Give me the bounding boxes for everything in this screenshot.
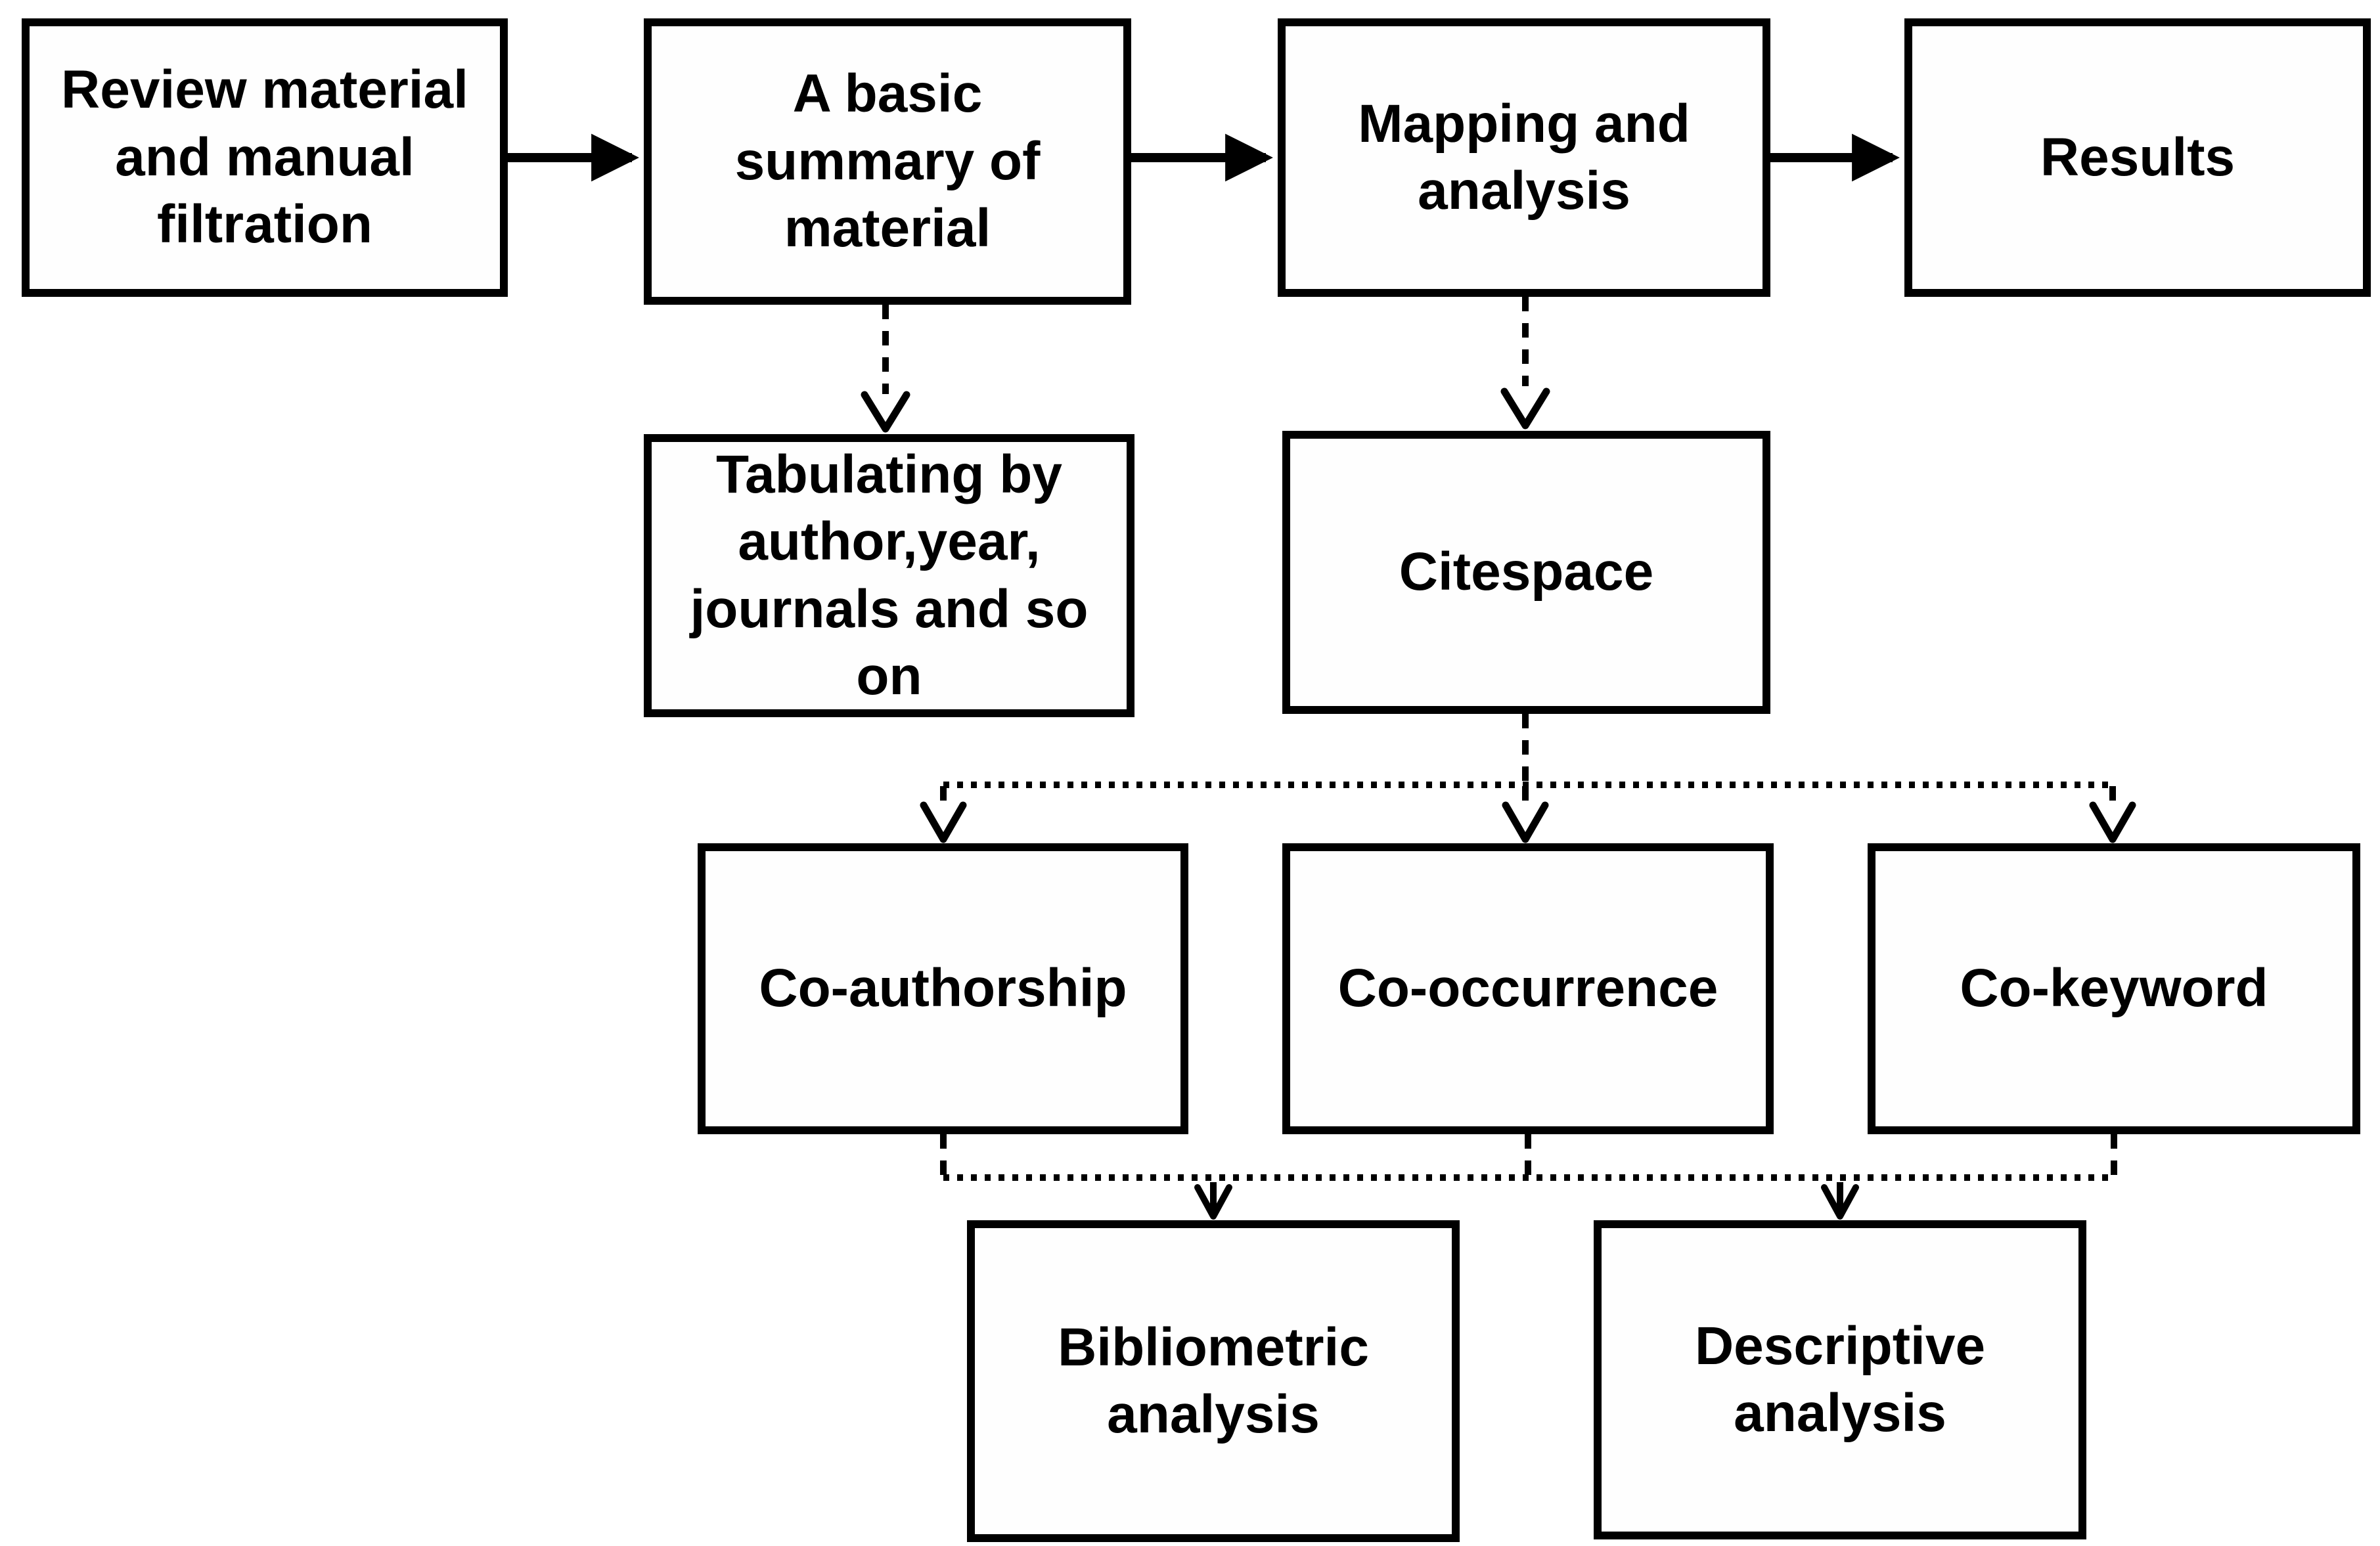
dashed-branch-citespace-bus bbox=[920, 714, 2136, 843]
dashed-merge-bus-to-analyses bbox=[940, 1134, 2117, 1220]
node-bibliometric-analysis: Bibliometric analysis bbox=[967, 1220, 1460, 1542]
node-basic-summary: A basic summary of material bbox=[644, 18, 1131, 305]
node-review-material: Review material and manual filtration bbox=[22, 18, 508, 297]
node-citespace: Citespace bbox=[1282, 431, 1770, 714]
node-co-authorship: Co-authorship bbox=[698, 843, 1188, 1134]
node-results: Results bbox=[1904, 18, 2371, 297]
node-descriptive-analysis: Descriptive analysis bbox=[1594, 1220, 2086, 1539]
node-co-keyword: Co-keyword bbox=[1868, 843, 2360, 1134]
dashed-arrow-mapping-to-citespace bbox=[1500, 297, 1550, 430]
node-mapping-analysis: Mapping and analysis bbox=[1278, 18, 1770, 297]
dashed-arrow-summary-to-tabulating bbox=[861, 305, 910, 433]
node-tabulating: Tabulating by author,year, journals and … bbox=[644, 434, 1134, 717]
node-co-occurrence: Co-occurrence bbox=[1282, 843, 1774, 1134]
